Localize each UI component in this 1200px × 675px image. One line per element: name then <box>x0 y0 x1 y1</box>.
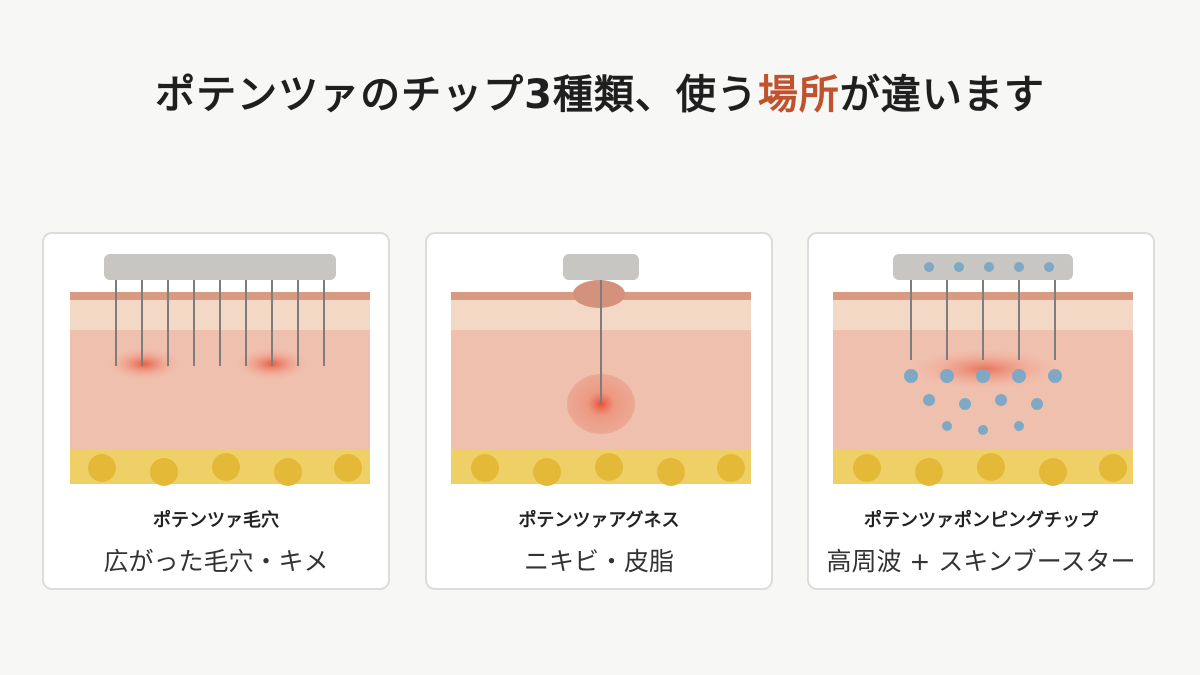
heat-zone <box>905 347 1065 391</box>
tip-name: ポテンツァアグネス <box>518 510 680 531</box>
tip-card-pore: ポテンツァ毛穴 広がった毛穴・キメ <box>42 232 390 590</box>
agnes-tip-diagram <box>451 254 751 486</box>
needles <box>910 278 1056 360</box>
tip-description: ニキビ・皮脂 <box>523 547 674 576</box>
tip-head <box>563 254 639 280</box>
tip-description: 高周波 + スキンブースター <box>826 547 1136 576</box>
tip-head <box>893 254 1073 280</box>
pumping-tip-diagram <box>833 254 1133 486</box>
fat-cells <box>853 453 1127 486</box>
booster-dots <box>904 262 1062 435</box>
fat-cells <box>88 453 362 486</box>
needles <box>115 278 325 366</box>
tip-description: 広がった毛穴・キメ <box>103 547 329 576</box>
tip-head <box>104 254 336 280</box>
tip-name: ポテンツァ毛穴 <box>153 510 279 531</box>
tip-card-agnes: ポテンツァアグネス ニキビ・皮脂 <box>425 232 773 590</box>
fat-cells <box>471 453 745 486</box>
heat-spot <box>104 346 184 382</box>
tip-card-pumping: ポテンツァポンピングチップ 高周波 + スキンブースター <box>807 232 1155 590</box>
pore-tip-diagram <box>70 254 370 486</box>
tip-name: ポテンツァポンピングチップ <box>864 510 1098 531</box>
title-highlight: 場所 <box>757 72 840 118</box>
title-text: ポテンツァのチップ3種類、使う <box>155 72 758 118</box>
title-text-end: が違います <box>839 72 1045 118</box>
page-title: ポテンツァのチップ3種類、使う場所が違います <box>0 62 1200 120</box>
acne-bump <box>573 280 625 308</box>
